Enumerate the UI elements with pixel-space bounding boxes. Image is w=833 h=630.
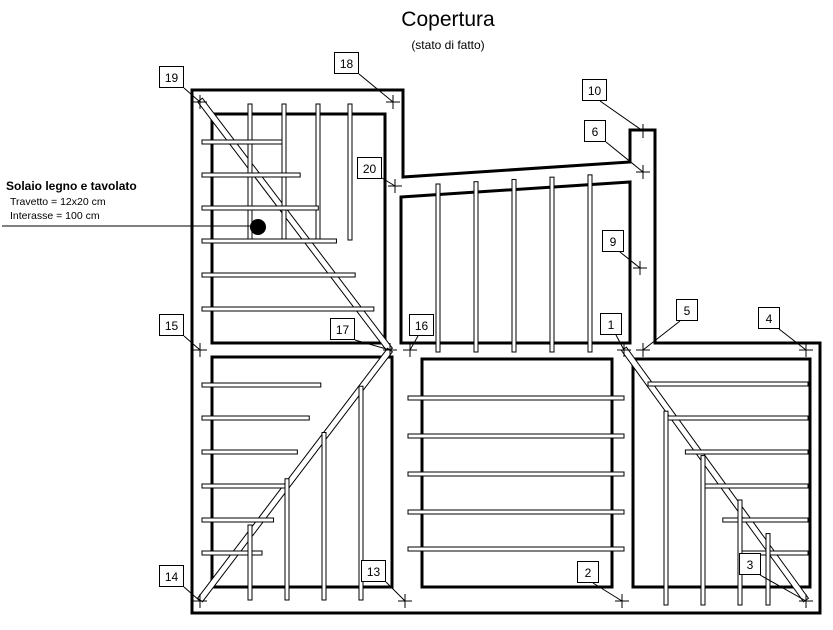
- label-leader-line: [592, 582, 623, 602]
- label-leader-line: [409, 335, 419, 351]
- point-label-17: 17: [330, 318, 355, 340]
- label-leader-line: [642, 320, 681, 351]
- label-leader-line: [385, 581, 406, 602]
- point-label-4: 4: [758, 307, 780, 329]
- legend-line-1: Travetto = 12x20 cm: [10, 196, 106, 208]
- joist: [201, 306, 375, 312]
- point-label-13: 13: [361, 560, 386, 582]
- joist: [201, 172, 301, 178]
- joist: [284, 478, 290, 601]
- joist: [347, 103, 353, 241]
- legend-pointer-dot: [250, 219, 266, 235]
- point-label-5: 5: [676, 299, 698, 321]
- joist: [247, 103, 253, 241]
- point-label-10: 10: [582, 79, 607, 101]
- joist: [201, 272, 356, 278]
- joist: [684, 449, 809, 455]
- joist: [281, 103, 287, 241]
- legend-heading: Solaio legno e tavolato: [6, 179, 137, 193]
- point-label-3: 3: [739, 553, 761, 575]
- label-leader-line: [381, 177, 396, 187]
- point-label-15: 15: [159, 314, 184, 336]
- joist: [201, 139, 283, 145]
- label-leader-line: [183, 586, 201, 602]
- label-leader-line: [778, 328, 807, 351]
- joist: [321, 432, 327, 601]
- joist: [549, 176, 555, 353]
- joist: [647, 381, 809, 387]
- label-leader-line: [183, 87, 201, 103]
- point-label-19: 19: [159, 66, 184, 88]
- joist: [587, 174, 593, 353]
- joist: [737, 499, 743, 606]
- drawing-title: Copertura: [401, 8, 495, 31]
- joist: [201, 205, 319, 211]
- label-leader-line: [358, 73, 394, 103]
- point-label-9: 9: [602, 230, 624, 252]
- joist: [201, 382, 322, 388]
- joist: [722, 517, 809, 523]
- joist: [201, 449, 298, 455]
- label-leader-line: [599, 100, 644, 132]
- outer-perimeter: [190, 88, 822, 615]
- joist: [201, 517, 275, 523]
- joist: [201, 483, 286, 489]
- point-label-20: 20: [357, 157, 382, 179]
- label-leader-line: [605, 141, 644, 173]
- joist: [407, 433, 625, 439]
- drawing-subtitle: (stato di fatto): [411, 38, 485, 52]
- joist: [201, 238, 337, 244]
- point-label-18: 18: [334, 52, 359, 74]
- joist: [407, 509, 625, 515]
- legend-line-2: Interasse = 100 cm: [10, 210, 100, 222]
- room-bottom-right: [631, 357, 812, 589]
- label-leader-line: [183, 335, 201, 351]
- joist: [201, 550, 263, 556]
- joist: [407, 546, 625, 552]
- joist: [703, 483, 809, 489]
- joist: [315, 103, 321, 241]
- joist: [473, 181, 479, 353]
- point-label-1: 1: [600, 313, 622, 335]
- joist: [201, 415, 310, 421]
- hip-beam: [196, 347, 394, 603]
- room-top-left: [210, 112, 387, 345]
- point-label-2: 2: [577, 561, 599, 583]
- label-leader-line: [354, 339, 391, 351]
- joist: [358, 385, 364, 601]
- joist: [511, 178, 517, 353]
- point-label-16: 16: [409, 314, 434, 336]
- hip-beam: [196, 97, 394, 353]
- label-leader-line: [619, 251, 641, 269]
- joist: [663, 410, 669, 606]
- label-leader-line: [615, 334, 625, 351]
- point-label-14: 14: [159, 565, 184, 587]
- joist: [407, 395, 625, 401]
- joist: [407, 471, 625, 477]
- joist: [765, 533, 771, 606]
- joist: [700, 455, 706, 606]
- room-bottom-left: [210, 355, 394, 589]
- joist: [247, 524, 253, 601]
- joist: [666, 415, 809, 421]
- label-leader-line: [759, 574, 807, 602]
- joist: [435, 183, 441, 353]
- point-label-6: 6: [584, 120, 606, 142]
